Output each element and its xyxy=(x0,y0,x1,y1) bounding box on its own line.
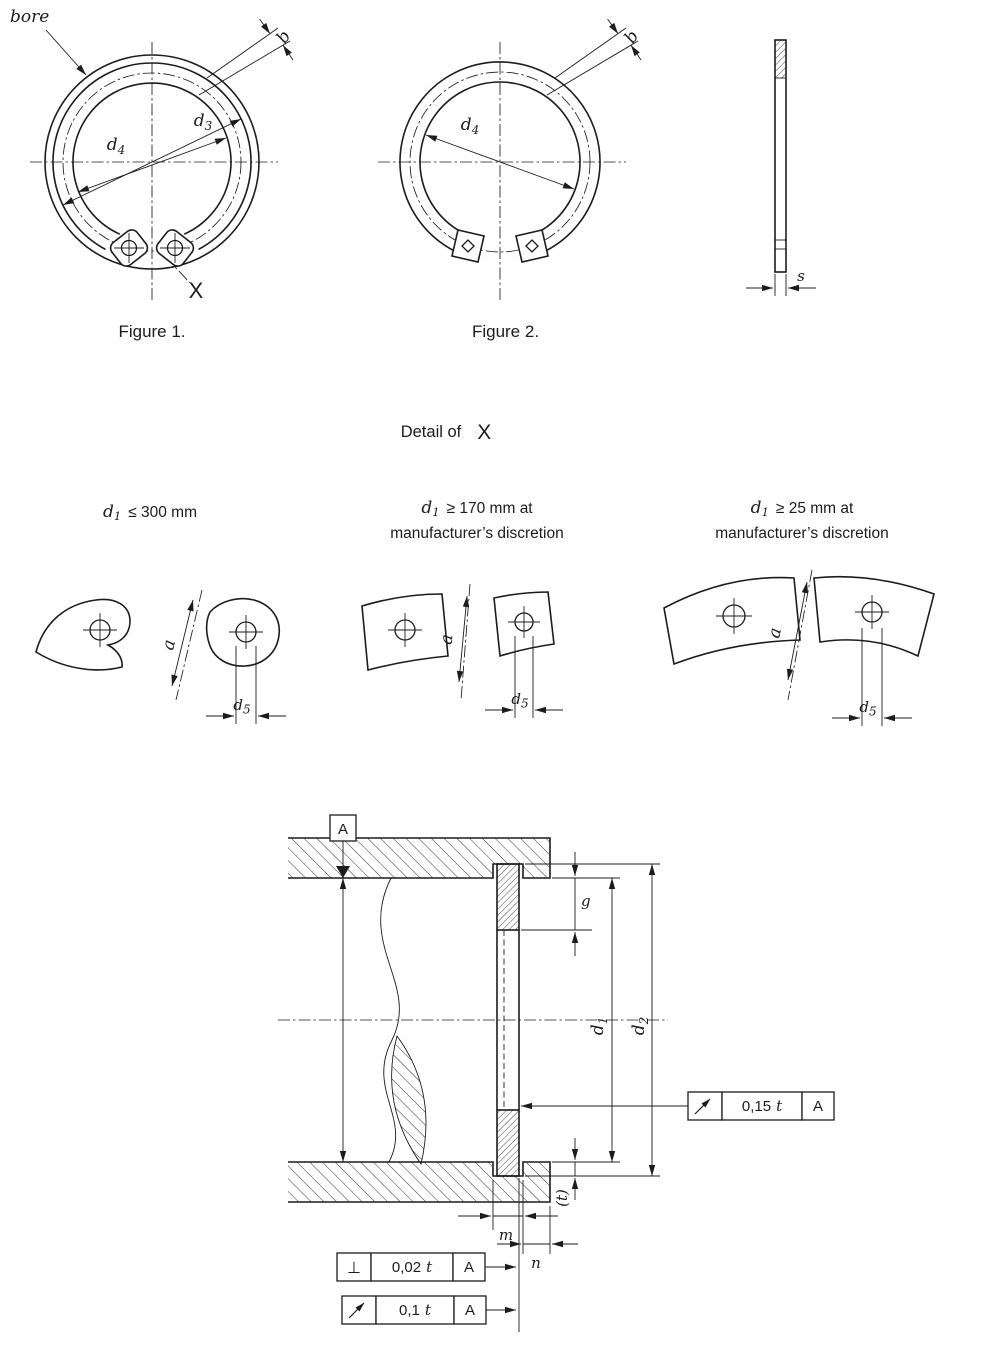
datum-label: A xyxy=(338,821,348,838)
housing-bottom-hatch xyxy=(288,1162,550,1202)
detail-variant-3-drawing: a d5 xyxy=(663,569,935,726)
s-label: s xyxy=(797,267,805,285)
lug-hole-right xyxy=(525,239,539,253)
d5-label: d5 xyxy=(511,690,528,711)
detail-title-text: Detail of xyxy=(400,423,462,441)
side-view-drawing: s xyxy=(746,39,816,296)
d-symbol: d xyxy=(421,498,433,518)
ring-section-top xyxy=(496,863,520,931)
d4-label-fig2: d4 xyxy=(461,115,480,137)
variant-1-header: d1 ≤ 300 mm xyxy=(30,502,270,527)
partial-section-blob xyxy=(391,1034,427,1166)
ring-section-bottom xyxy=(496,1109,520,1177)
condition-text: ≤ 300 mm xyxy=(128,504,198,521)
lug-hole-left xyxy=(388,613,422,647)
perpendicularity-icon: ⊥ xyxy=(347,1260,361,1277)
figure-1-caption: Figure 1. xyxy=(118,322,186,341)
figure-1-drawing: bore d4 d3 b X xyxy=(10,7,295,303)
tolerance-datum: A xyxy=(464,1259,474,1276)
lug-hole-left xyxy=(461,239,475,253)
figure-2-caption: Figure 2. xyxy=(471,322,540,341)
housing-top-hatch xyxy=(288,838,550,878)
d-subscript: 1 xyxy=(113,509,122,523)
a-label: a xyxy=(158,638,180,652)
circular-runout-icon xyxy=(348,1302,365,1319)
variant-2-header: d1 ≥ 170 mm at manufacturer’s discretion xyxy=(332,498,622,544)
lug-hole-left xyxy=(114,233,144,263)
d-subscript: 1 xyxy=(432,505,440,519)
assembly-section-drawing: A g (t) d1 xyxy=(278,814,835,1332)
d3-label-fig1: d3 xyxy=(194,111,213,133)
detail-x-reference: X xyxy=(477,421,492,444)
d2-dimension xyxy=(525,863,660,1177)
detail-variant-2-drawing: a d5 xyxy=(361,583,563,718)
b-label-fig1: b xyxy=(273,27,296,47)
lug-hole-left xyxy=(83,613,117,647)
lug-hole-right xyxy=(229,615,263,649)
lug-hole-right xyxy=(160,233,190,263)
s-dimension xyxy=(746,274,816,296)
tolerance-datum: A xyxy=(465,1302,475,1319)
b-dimension-fig1 xyxy=(198,18,294,96)
variant-1-condition: d1 ≤ 300 mm xyxy=(30,502,270,527)
variant-2-condition: d1 ≥ 170 mm at xyxy=(332,498,622,523)
variant-3-header: d1 ≥ 25 mm at manufacturer’s discretion xyxy=(657,498,947,544)
datum-flag: A xyxy=(329,814,357,878)
b-dimension-fig2 xyxy=(546,18,642,96)
tolerance-datum: A xyxy=(813,1098,823,1115)
g-dimension xyxy=(521,852,620,956)
m-label: m xyxy=(499,1226,513,1244)
bore-label: bore xyxy=(10,7,49,27)
d5-dimension xyxy=(485,636,563,718)
condition-text: ≥ 170 mm at xyxy=(446,500,533,517)
ring-section-hatch xyxy=(775,40,786,78)
d2-label: d2 xyxy=(629,1017,651,1036)
variant-3-condition: d1 ≥ 25 mm at xyxy=(657,498,947,523)
lug-hole-right xyxy=(855,595,889,629)
lug-hole-left xyxy=(716,598,752,634)
d-subscript: 1 xyxy=(761,505,769,519)
a-label: a xyxy=(764,626,786,640)
g-label: g xyxy=(581,892,591,910)
d5-label: d5 xyxy=(233,696,250,717)
m-dimension xyxy=(458,1180,558,1254)
variant-2-line2: manufacturer’s discretion xyxy=(390,525,564,542)
detail-title: Detail of X xyxy=(331,419,561,444)
lug-hole-right xyxy=(508,606,540,638)
d-symbol: d xyxy=(102,502,114,522)
d-symbol: d xyxy=(750,498,762,518)
d4-label-fig1: d4 xyxy=(107,135,126,157)
b-label-fig2: b xyxy=(621,27,644,47)
figure-2-drawing: d4 b xyxy=(378,18,644,302)
variant-3-line2: manufacturer’s discretion xyxy=(715,525,889,542)
d5-dimension xyxy=(206,646,286,724)
t-label: (t) xyxy=(553,1189,571,1207)
condition-text: ≥ 25 mm at xyxy=(775,500,854,517)
d5-dimension xyxy=(832,628,912,726)
a-label: a xyxy=(437,633,458,645)
detail-variant-1-drawing: a d5 xyxy=(35,589,286,724)
n-label: n xyxy=(531,1254,541,1272)
n-dimension xyxy=(497,1206,578,1254)
d1-label: d1 xyxy=(588,1017,610,1036)
circular-runout-icon xyxy=(694,1098,711,1115)
datum-triangle-icon xyxy=(336,866,350,878)
x-marker-label: X xyxy=(189,278,204,303)
d5-label: d5 xyxy=(859,698,876,719)
